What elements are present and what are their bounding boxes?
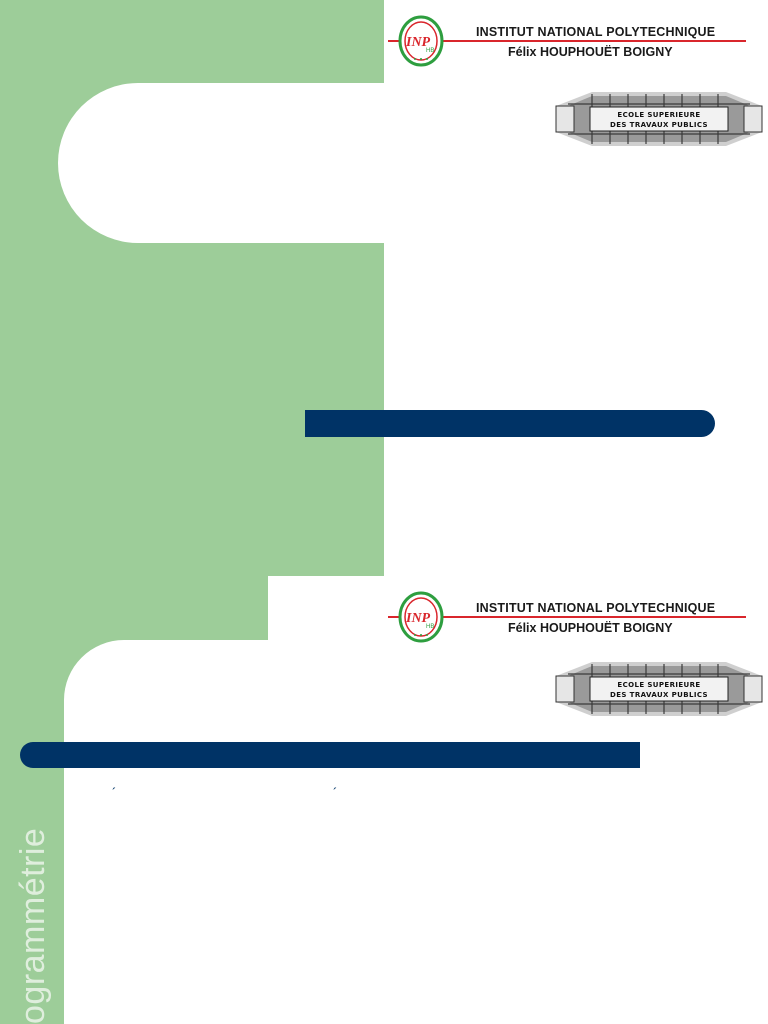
slide1-red-rule [388, 40, 746, 42]
accent-mark: ´ [333, 785, 338, 800]
slide1-title-bar [305, 410, 715, 437]
institute-name: INSTITUT NATIONAL POLYTECHNIQUE [476, 25, 716, 39]
accent-mark: ´ [112, 785, 117, 800]
estp-school-logo: ECOLE SUPERIEURE DES TRAVAUX PUBLICS [555, 662, 763, 716]
slide2-title-bar [20, 742, 640, 768]
slide1-rounded-cutout [58, 83, 384, 243]
institute-subname: Félix HOUPHOUËT BOIGNY [508, 45, 673, 59]
inp-hb-logo-icon: INP HB [398, 15, 444, 67]
institute-subname: Félix HOUPHOUËT BOIGNY [508, 621, 673, 635]
slide2-green-top [0, 576, 268, 640]
svg-text:DES TRAVAUX PUBLICS: DES TRAVAUX PUBLICS [610, 691, 708, 699]
institute-name: INSTITUT NATIONAL POLYTECHNIQUE [476, 601, 716, 615]
slide2-header: INP HB INSTITUT NATIONAL POLYTECHNIQUE F… [384, 576, 768, 643]
svg-text:ECOLE SUPERIEURE: ECOLE SUPERIEURE [617, 111, 700, 119]
svg-text:ECOLE SUPERIEURE: ECOLE SUPERIEURE [617, 681, 700, 689]
slide2-green-left [0, 640, 64, 1024]
inp-hb-logo-icon: INP HB [398, 591, 444, 643]
slide1-header: INP HB INSTITUT NATIONAL POLYTECHNIQUE F… [384, 0, 768, 67]
slide2-red-rule [388, 616, 746, 618]
svg-text:INP: INP [405, 35, 431, 50]
estp-school-logo: ECOLE SUPERIEURE DES TRAVAUX PUBLICS [555, 92, 763, 146]
svg-text:HB: HB [426, 48, 434, 54]
side-vertical-title: ogrammétrie [14, 827, 52, 1024]
svg-text:DES TRAVAUX PUBLICS: DES TRAVAUX PUBLICS [610, 121, 708, 129]
svg-text:HB: HB [426, 624, 434, 630]
svg-text:INP: INP [405, 611, 431, 626]
